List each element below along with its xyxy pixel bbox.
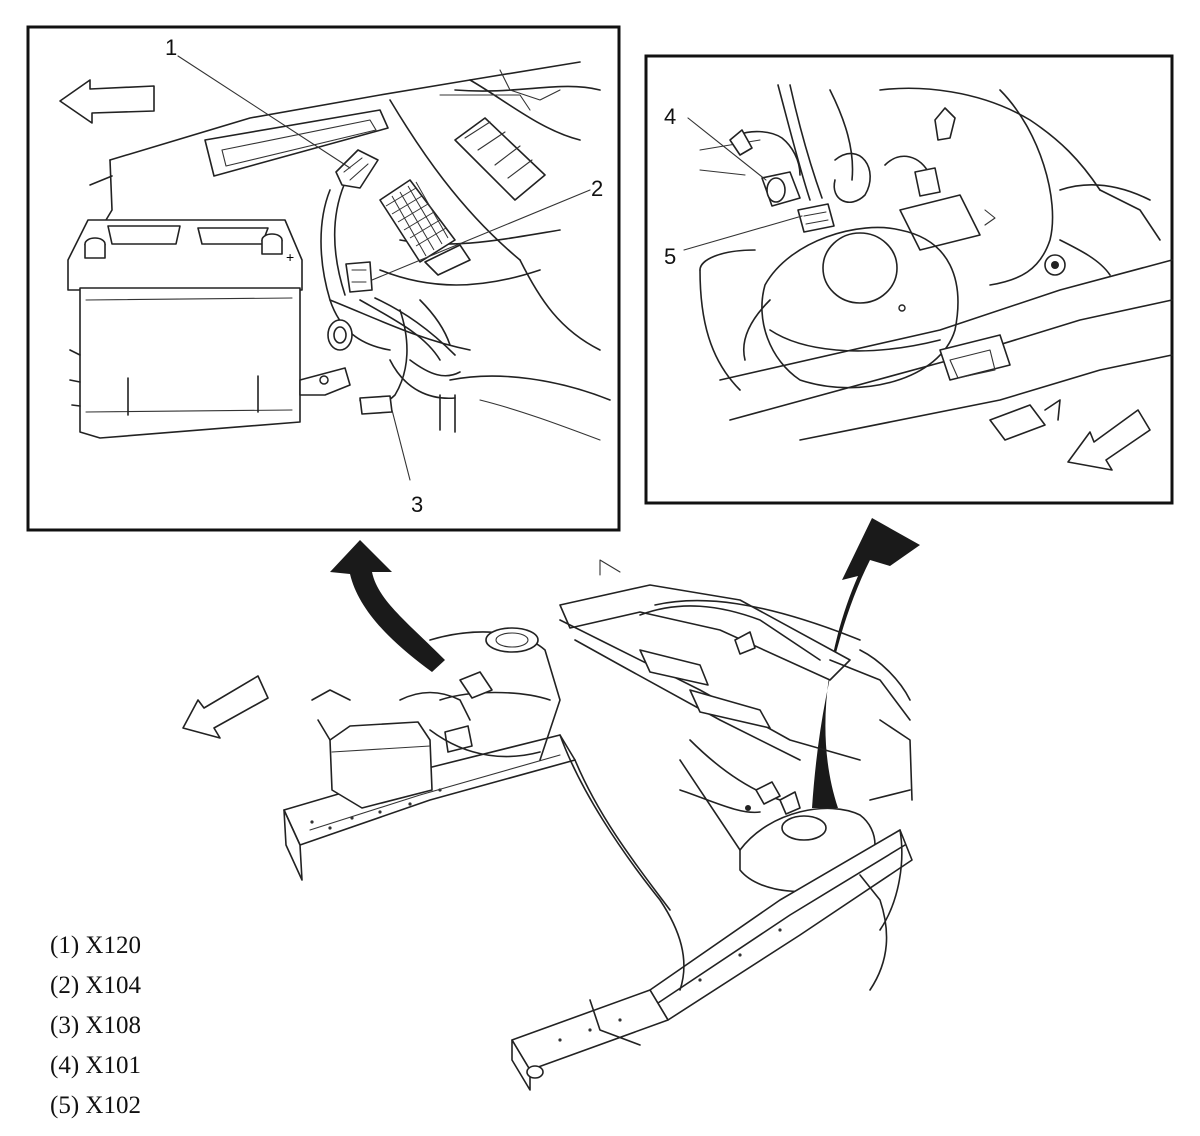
connector-x120	[335, 149, 379, 189]
engine-compartment-view	[182, 559, 913, 1091]
callout-5: 5	[664, 244, 676, 269]
right-detail-inset: 4 5	[644, 54, 1174, 505]
direction-arrow-icon	[1067, 409, 1151, 471]
callout-3: 3	[411, 492, 423, 517]
legend-number: (2)	[50, 972, 80, 999]
zoom-arrow-icon	[812, 518, 920, 808]
connector-x104	[345, 261, 373, 293]
legend-number: (1)	[50, 932, 80, 959]
legend-number: (5)	[50, 1092, 80, 1119]
connector-x108	[359, 395, 393, 415]
legend-code: X104	[85, 972, 141, 999]
legend-item: (5) X102	[50, 1086, 141, 1126]
legend-item: (1) X120	[50, 926, 141, 966]
legend-code: X120	[85, 932, 141, 959]
legend-number: (4)	[50, 1052, 80, 1079]
connector-legend: (1) X120 (2) X104 (3) X108 (4) X101 (5) …	[50, 926, 141, 1126]
legend-item: (2) X104	[50, 966, 141, 1006]
legend-code: X108	[85, 1012, 141, 1039]
direction-arrow-icon	[182, 675, 269, 739]
callout-4: 4	[664, 104, 676, 129]
connector-x102	[797, 203, 835, 233]
left-detail-inset: + 1 2 3	[26, 25, 621, 532]
legend-item: (4) X101	[50, 1046, 141, 1086]
direction-arrow-icon	[59, 79, 155, 124]
legend-number: (3)	[50, 1012, 80, 1039]
svg-text:+: +	[286, 249, 294, 265]
callout-1: 1	[165, 35, 177, 60]
legend-code: X101	[85, 1052, 141, 1079]
battery: +	[67, 219, 351, 439]
callout-2: 2	[591, 176, 603, 201]
legend-item: (3) X108	[50, 1006, 141, 1046]
legend-code: X102	[85, 1092, 141, 1119]
zoom-arrow-icon	[330, 540, 445, 672]
